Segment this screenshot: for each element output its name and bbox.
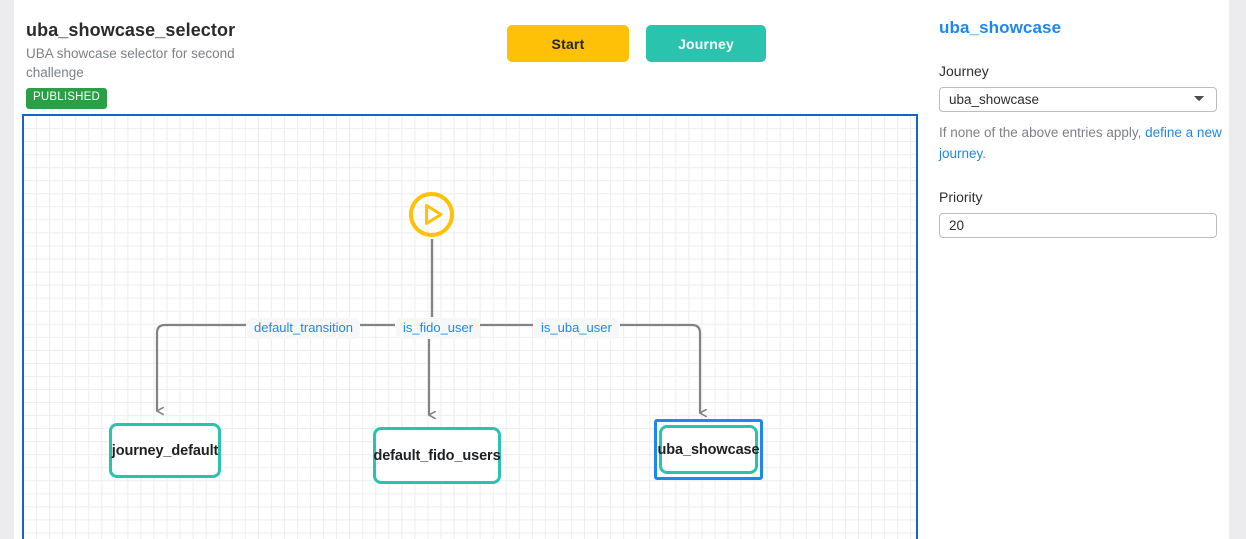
title-block: uba_showcase_selector UBA showcase selec… (26, 18, 446, 109)
start-play-icon[interactable] (407, 190, 456, 239)
priority-field-label: Priority (939, 189, 983, 205)
panel-heading: uba_showcase (939, 18, 1062, 37)
flow-canvas[interactable]: default_transition is_fido_user is_uba_u… (22, 114, 918, 539)
page-subtitle: UBA showcase selector for second challen… (26, 46, 235, 80)
journey-helper-text: If none of the above entries apply, defi… (939, 122, 1222, 164)
edge-label-is-fido-user[interactable]: is_fido_user (396, 318, 481, 339)
page-container: uba_showcase_selector UBA showcase selec… (14, 0, 1229, 539)
properties-panel: uba_showcase Journey uba_showcase If non… (939, 0, 1229, 539)
journey-select[interactable]: uba_showcase (939, 87, 1217, 112)
node-default-fido-users[interactable]: default_fido_users (373, 427, 501, 484)
define-new-journey-link[interactable]: define a new journey (939, 125, 1222, 161)
node-uba-showcase[interactable]: uba_showcase (658, 425, 760, 474)
header-button-group: Start Journey (507, 25, 766, 62)
journey-field-group: Journey uba_showcase (939, 62, 1229, 112)
helper-prefix: If none of the above entries apply, (939, 125, 1146, 140)
helper-suffix: . (982, 146, 987, 161)
edge-label-is-uba-user[interactable]: is_uba_user (534, 318, 619, 339)
journey-button[interactable]: Journey (646, 25, 766, 62)
header: uba_showcase_selector UBA showcase selec… (14, 0, 1229, 110)
edge-label-default-transition[interactable]: default_transition (247, 318, 361, 339)
node-journey-default[interactable]: journey_default (109, 423, 221, 478)
flow-edges (155, 239, 916, 539)
journey-field-label: Journey (939, 63, 989, 79)
priority-input[interactable] (939, 213, 1217, 238)
page-title: uba_showcase_selector (26, 20, 236, 40)
start-button[interactable]: Start (507, 25, 629, 62)
priority-field-group: Priority (939, 188, 1229, 238)
status-badge: PUBLISHED (26, 88, 107, 109)
